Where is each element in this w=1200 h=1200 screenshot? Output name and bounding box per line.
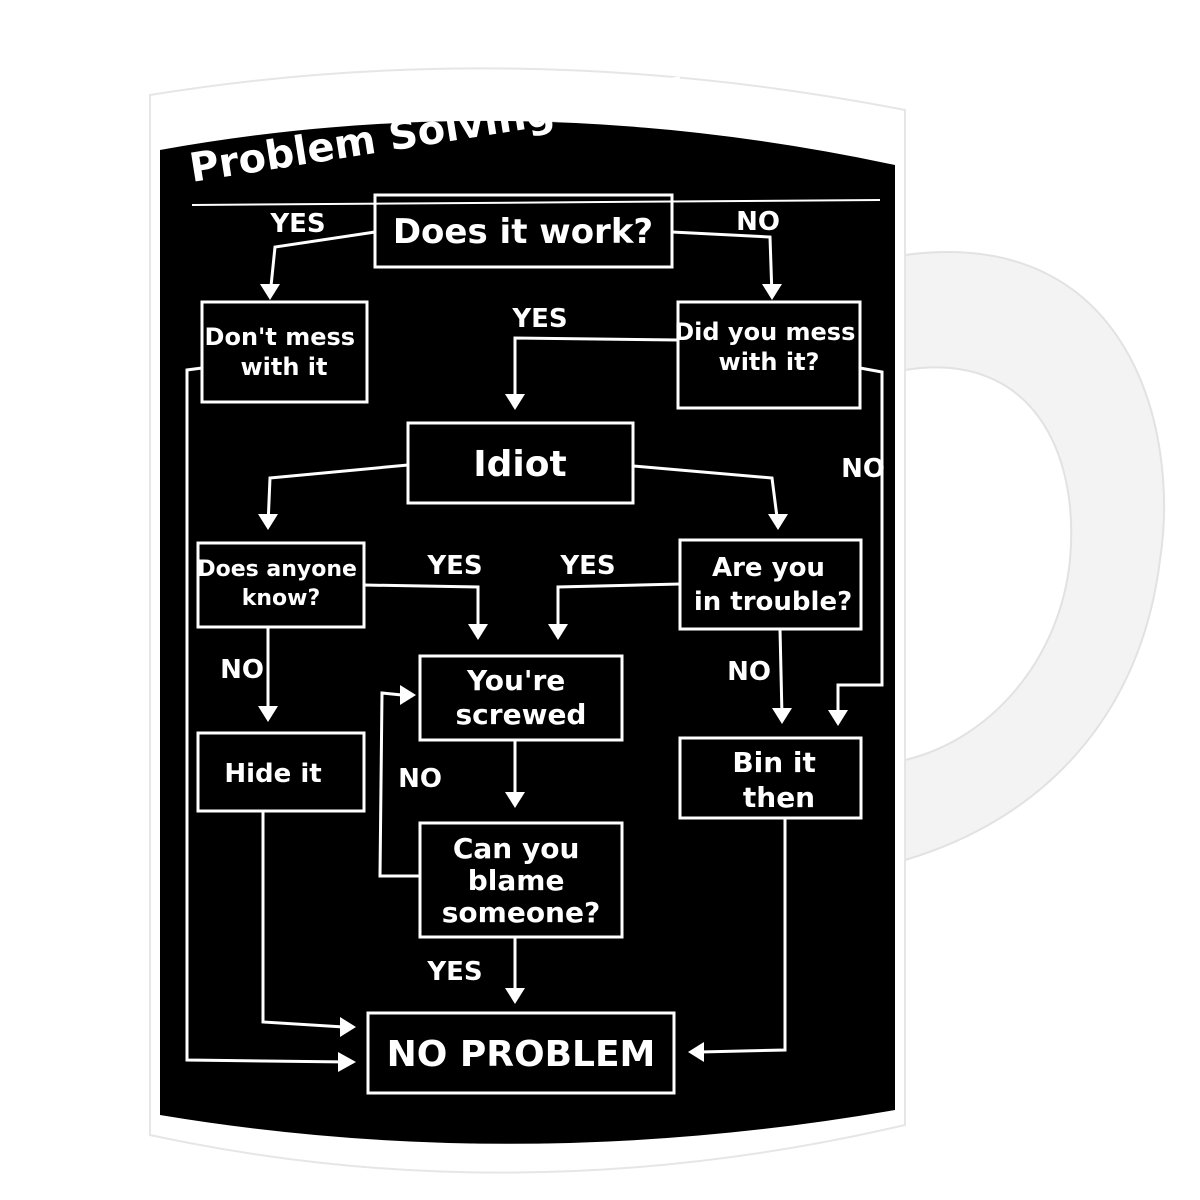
node-box-idiot bbox=[406, 421, 635, 505]
label-know-no: NO bbox=[220, 655, 264, 685]
node-dont-mess: Don't mess with it bbox=[205, 323, 364, 381]
node-no-problem: NO PROBLEM bbox=[387, 1034, 656, 1075]
node-screwed: You're screwed bbox=[456, 664, 587, 731]
arrow-know-yes bbox=[468, 624, 488, 640]
label-work-no: NO bbox=[736, 207, 780, 237]
arrow-blame-no bbox=[400, 685, 416, 705]
node-did-you-mess: Did you mess with it? bbox=[674, 318, 863, 376]
node-box-hide-it bbox=[196, 731, 366, 813]
arrow-trouble-yes bbox=[548, 624, 568, 640]
arrow-hide-down bbox=[340, 1017, 356, 1037]
edge-trouble-no bbox=[778, 628, 784, 717]
node-idiot: Idiot bbox=[473, 444, 566, 485]
node-does-anyone-know: Does anyone know? bbox=[197, 557, 364, 611]
node-blame: Can you blame someone? bbox=[442, 832, 600, 929]
arrow-blame-yes bbox=[505, 988, 525, 1004]
node-hide-it: Hide it bbox=[224, 759, 321, 789]
node-in-trouble: Are you in trouble? bbox=[694, 553, 852, 617]
edge-trouble-yes bbox=[556, 582, 681, 632]
label-mess-yes: YES bbox=[511, 304, 567, 334]
title-rule bbox=[191, 199, 881, 206]
node-bin-it: Bin it then bbox=[732, 746, 825, 814]
edge-idiot-right bbox=[632, 464, 780, 526]
label-blame-no: NO bbox=[398, 764, 442, 794]
edge-bin-down bbox=[699, 818, 787, 1054]
node-box-dont-mess bbox=[200, 300, 369, 404]
edge-hide-down bbox=[261, 811, 345, 1029]
node-box-did-you-mess bbox=[676, 300, 862, 410]
arrow-idiot-left bbox=[258, 514, 278, 530]
label-mess-no: NO bbox=[841, 454, 885, 484]
print-panel bbox=[160, 120, 895, 1144]
node-box-bin-it bbox=[678, 736, 863, 820]
label-work-yes: YES bbox=[269, 209, 325, 239]
node-does-it-work: Does it work? bbox=[393, 212, 653, 252]
edge-work-yes bbox=[268, 230, 376, 297]
arrow-work-yes bbox=[260, 284, 280, 300]
arrow-know-no bbox=[258, 706, 278, 722]
edge-mess-yes bbox=[513, 336, 679, 405]
arrow-dont-mess-down bbox=[338, 1052, 356, 1072]
arrow-work-no bbox=[762, 284, 782, 300]
arrow-trouble-no bbox=[772, 708, 792, 724]
edge-idiot-left bbox=[266, 463, 409, 526]
arrow-mess-no bbox=[828, 710, 848, 726]
node-box-does-it-work bbox=[373, 193, 674, 269]
label-know-yes: YES bbox=[426, 551, 482, 581]
edge-blame-no bbox=[378, 691, 420, 878]
label-trouble-yes: YES bbox=[559, 551, 615, 581]
node-box-screwed bbox=[418, 654, 624, 742]
arrow-mess-yes bbox=[505, 394, 525, 410]
label-trouble-no: NO bbox=[727, 657, 771, 687]
arrow-bin-down bbox=[688, 1042, 704, 1062]
mug-handle bbox=[904, 251, 1166, 862]
label-blame-yes: YES bbox=[426, 957, 482, 987]
arrow-screwed-down bbox=[505, 792, 525, 808]
arrow-idiot-right bbox=[768, 514, 788, 530]
node-box-no-problem bbox=[366, 1011, 676, 1095]
edge-work-no bbox=[671, 230, 774, 297]
edge-mess-no bbox=[836, 366, 884, 720]
node-box-blame bbox=[418, 821, 624, 939]
edge-dont-mess-down bbox=[185, 366, 349, 1064]
edge-know-yes bbox=[363, 583, 480, 632]
